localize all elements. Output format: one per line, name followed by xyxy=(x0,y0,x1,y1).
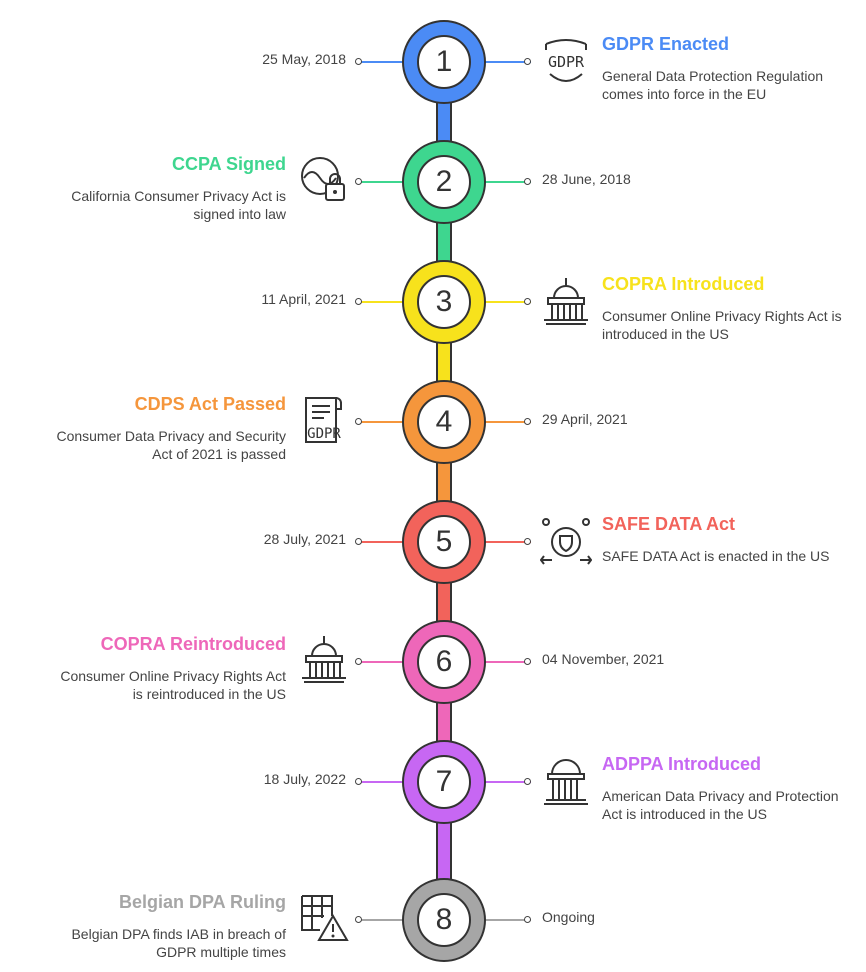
connector-dot-right xyxy=(524,658,531,665)
connector-line-left xyxy=(361,181,407,183)
capitol-icon xyxy=(298,634,350,686)
connector-dot-right xyxy=(524,778,531,785)
event-title: CDPS Act Passed xyxy=(134,394,286,414)
connector-line-right xyxy=(485,301,531,303)
connector-line-right xyxy=(485,781,531,783)
event-description: California Consumer Privacy Act is signe… xyxy=(71,188,286,222)
node-number: 2 xyxy=(417,155,471,209)
node-number: 7 xyxy=(417,755,471,809)
event-description: Consumer Data Privacy and Security Act o… xyxy=(56,428,286,462)
event-title: COPRA Introduced xyxy=(602,274,765,294)
connector-line-left xyxy=(361,421,407,423)
capitol-icon xyxy=(540,276,592,328)
event-title: ADPPA Introduced xyxy=(602,754,762,774)
connector-dot-left xyxy=(355,58,362,65)
connector-line-right xyxy=(485,421,531,423)
connector-dot-left xyxy=(355,658,362,665)
event-title: COPRA Reintroduced xyxy=(100,634,286,654)
svg-text:GDPR: GDPR xyxy=(307,426,341,442)
timeline-connector xyxy=(436,582,452,622)
event-title: Belgian DPA Ruling xyxy=(118,892,286,912)
connector-line-right xyxy=(485,61,531,63)
timeline-node-7: 7 xyxy=(402,740,486,824)
connector-line-right xyxy=(485,919,531,921)
connector-dot-right xyxy=(524,298,531,305)
node-number: 8 xyxy=(417,893,471,947)
connector-dot-left xyxy=(355,298,362,305)
shield-network-icon xyxy=(539,516,593,568)
connector-line-right xyxy=(485,181,531,183)
gdpr-document-icon: GDPR xyxy=(298,394,350,446)
connector-line-left xyxy=(361,61,407,63)
event-description: Consumer Online Privacy Rights Act is re… xyxy=(60,668,286,702)
event-title: GDPR Enacted xyxy=(602,34,730,54)
timeline-connector xyxy=(436,342,452,382)
timeline-connector xyxy=(436,222,452,262)
connector-dot-left xyxy=(355,538,362,545)
svg-text:GDPR: GDPR xyxy=(548,53,585,71)
timeline-connector xyxy=(436,822,452,880)
gdpr-shield-icon: GDPR xyxy=(540,36,592,88)
node-number: 4 xyxy=(417,395,471,449)
event-date: 04 November, 2021 xyxy=(542,651,665,667)
connector-dot-right xyxy=(524,178,531,185)
node-number: 6 xyxy=(417,635,471,689)
event-description: Belgian DPA finds IAB in breach of GDPR … xyxy=(71,926,286,960)
node-number: 3 xyxy=(417,275,471,329)
connector-dot-right xyxy=(524,538,531,545)
event-date: Ongoing xyxy=(542,909,595,925)
connector-line-right xyxy=(485,541,531,543)
event-description: American Data Privacy and Protection Act… xyxy=(602,788,839,822)
connector-dot-left xyxy=(355,178,362,185)
privacy-lock-icon xyxy=(298,154,350,206)
connector-line-left xyxy=(361,661,407,663)
connector-dot-left xyxy=(355,916,362,923)
timeline-node-1: 1 xyxy=(402,20,486,104)
connector-line-left xyxy=(361,781,407,783)
timeline-node-6: 6 xyxy=(402,620,486,704)
event-date: 29 April, 2021 xyxy=(542,411,628,427)
event-date: 28 June, 2018 xyxy=(542,171,631,187)
connector-dot-right xyxy=(524,418,531,425)
connector-line-left xyxy=(361,301,407,303)
event-date: 25 May, 2018 xyxy=(262,51,346,67)
connector-line-left xyxy=(361,541,407,543)
node-number: 5 xyxy=(417,515,471,569)
timeline-node-3: 3 xyxy=(402,260,486,344)
connector-line-right xyxy=(485,661,531,663)
grid-warning-icon xyxy=(298,892,350,944)
event-date: 18 July, 2022 xyxy=(263,771,346,787)
timeline-connector xyxy=(436,462,452,502)
event-title: CCPA Signed xyxy=(171,154,286,174)
connector-dot-left xyxy=(355,418,362,425)
timeline-connector xyxy=(436,102,452,142)
event-date: 28 July, 2021 xyxy=(263,531,346,547)
timeline-connector xyxy=(436,702,452,742)
timeline-node-8: 8 xyxy=(402,878,486,962)
event-title: SAFE DATA Act xyxy=(602,514,735,534)
event-description: General Data Protection Regulation comes… xyxy=(602,68,824,102)
event-description: SAFE DATA Act is enacted in the US xyxy=(602,548,830,564)
connector-line-left xyxy=(361,919,407,921)
timeline-node-5: 5 xyxy=(402,500,486,584)
government-building-icon xyxy=(540,756,592,808)
connector-dot-left xyxy=(355,778,362,785)
timeline-node-4: 4 xyxy=(402,380,486,464)
node-number: 1 xyxy=(417,35,471,89)
connector-dot-right xyxy=(524,916,531,923)
timeline-node-2: 2 xyxy=(402,140,486,224)
connector-dot-right xyxy=(524,58,531,65)
event-description: Consumer Online Privacy Rights Act is in… xyxy=(602,308,842,342)
event-date: 11 April, 2021 xyxy=(261,291,346,307)
